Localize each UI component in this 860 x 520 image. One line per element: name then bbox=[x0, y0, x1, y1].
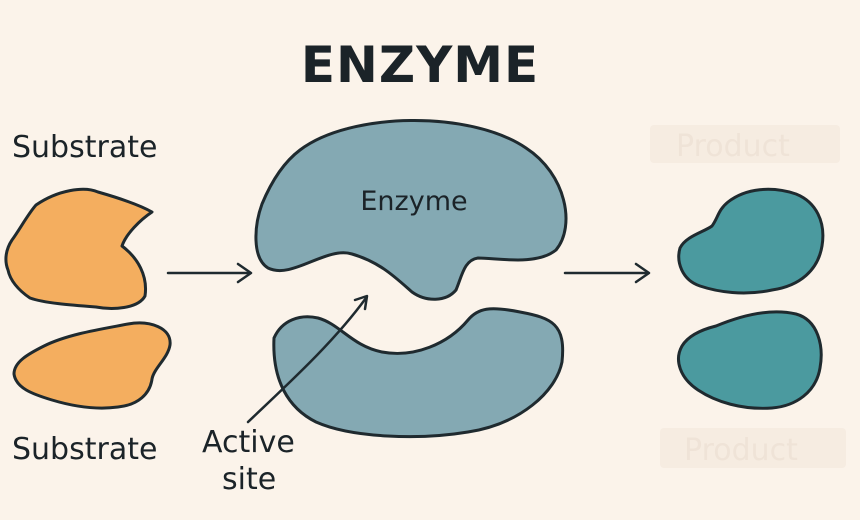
substrate-shape-top bbox=[4, 187, 154, 310]
active-site-label-line1: Active bbox=[202, 425, 295, 460]
enzyme-top-shape bbox=[254, 119, 568, 301]
substrate-label-bottom: Substrate bbox=[12, 432, 157, 467]
product-label-bottom: Product bbox=[684, 433, 798, 468]
product-shape-top bbox=[677, 187, 825, 295]
active-site-pointer bbox=[246, 294, 369, 424]
substrate-shape-bottom bbox=[12, 321, 172, 410]
arrow-to-enzyme bbox=[166, 262, 253, 284]
active-site-label-line2: site bbox=[222, 462, 276, 497]
diagram-title: ENZYME bbox=[301, 36, 539, 94]
enzyme-bottom-shape bbox=[272, 307, 565, 439]
arrow-to-products bbox=[563, 262, 651, 284]
enzyme-label: Enzyme bbox=[360, 186, 467, 217]
product-label-box-bottom bbox=[660, 428, 846, 468]
product-label-top: Product bbox=[676, 129, 790, 164]
product-shape-bottom bbox=[677, 310, 823, 410]
substrate-label-top: Substrate bbox=[12, 130, 157, 165]
product-label-box-top bbox=[650, 125, 840, 163]
